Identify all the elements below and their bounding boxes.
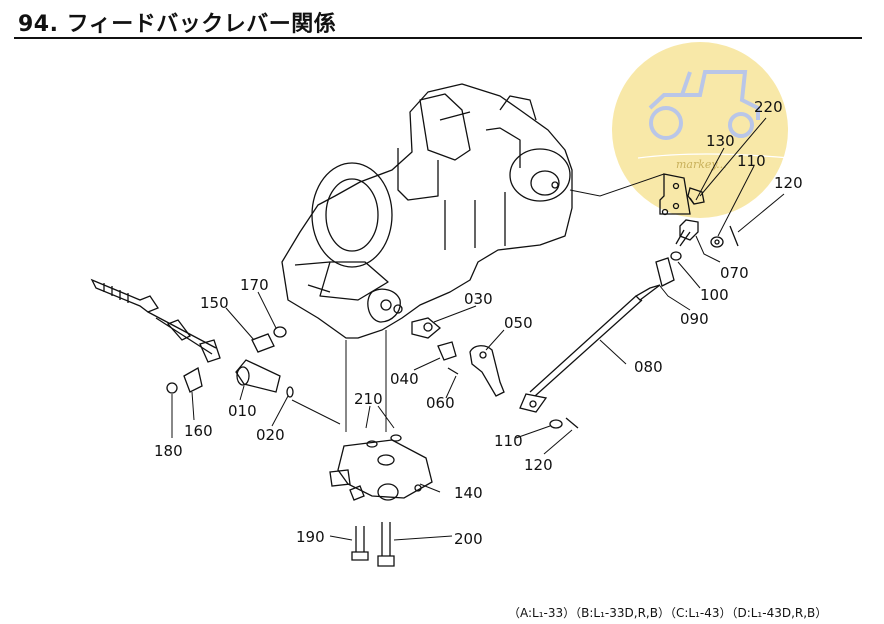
- part-label-110-lower: 110: [494, 432, 523, 450]
- bracket-160: [166, 366, 203, 394]
- part-label-100: 100: [700, 286, 729, 304]
- rod-080: [519, 257, 675, 413]
- page-title: 94. フィードバックレバー関係: [18, 12, 337, 37]
- part-label-090: 090: [680, 310, 709, 328]
- part-label-120-upper: 120: [774, 174, 803, 192]
- part-label-070: 070: [720, 264, 749, 282]
- leader-housing-valve: [345, 330, 387, 432]
- leader-housing-bracket: [569, 173, 665, 197]
- model-applicability-footer: （A:L₁-33）（B:L₁-33D,R,B）（C:L₁-43）（D:L₁-43…: [508, 606, 828, 620]
- lever-050: [411, 317, 505, 397]
- part-label-140: 140: [454, 484, 483, 502]
- part-label-170: 170: [240, 276, 269, 294]
- part-label-180: 180: [154, 442, 183, 460]
- part-label-190: 190: [296, 528, 325, 546]
- valve-140: [329, 434, 433, 501]
- watermark: markey...: [612, 42, 791, 218]
- washer-pin-lower: [549, 417, 579, 429]
- transmission-housing: [281, 83, 573, 339]
- part-label-150: 150: [200, 294, 229, 312]
- bracket-220: [659, 173, 691, 216]
- part-label-020: 020: [256, 426, 285, 444]
- tractor-icon: [648, 70, 760, 140]
- leader-lines: [171, 117, 785, 541]
- part-label-200: 200: [454, 530, 483, 548]
- bolts-190-200: [351, 522, 395, 567]
- part-label-030: 030: [464, 290, 493, 308]
- part-label-210: 210: [354, 390, 383, 408]
- part-label-130: 130: [706, 132, 735, 150]
- part-label-040: 040: [390, 370, 419, 388]
- control-cable: [90, 278, 221, 363]
- part-label-060: 060: [426, 394, 455, 412]
- part-label-010: 010: [228, 402, 257, 420]
- watermark-text: markey...: [676, 158, 727, 171]
- part-label-220: 220: [754, 98, 783, 116]
- part-label-120-lower: 120: [524, 456, 553, 474]
- part-label-050: 050: [504, 314, 533, 332]
- part-label-110-upper: 110: [737, 152, 766, 170]
- joint-150: [251, 326, 287, 353]
- pin-010: [235, 359, 294, 398]
- part-labels: 220 130 110 120 070 100 090 080 030 050 …: [154, 98, 803, 548]
- part-label-160: 160: [184, 422, 213, 440]
- part-label-080: 080: [634, 358, 663, 376]
- bolt-130: [687, 187, 705, 205]
- upper-linkage: [670, 219, 739, 261]
- leader-010-valve: [291, 399, 341, 425]
- title-rule: [14, 37, 862, 39]
